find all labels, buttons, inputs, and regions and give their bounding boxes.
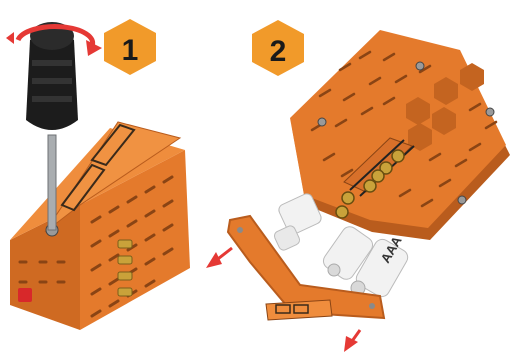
step-2-badge: 2 — [252, 20, 304, 76]
step-2-number: 2 — [270, 35, 287, 68]
hex-slots — [310, 50, 498, 208]
front-slots — [18, 260, 66, 284]
bracket-screw — [237, 227, 243, 233]
battery-case-side — [80, 150, 190, 330]
bracket-screw — [369, 303, 375, 309]
pull-arrow-icon — [344, 329, 362, 352]
battery-case-front — [10, 205, 80, 330]
handle-grip — [32, 78, 72, 84]
handle-grip — [32, 96, 72, 102]
battery-symbol-icon — [60, 123, 136, 212]
screwdriver-shaft — [47, 134, 57, 231]
step-1-badge: 1 — [104, 19, 156, 75]
battery-left — [273, 193, 322, 251]
hex-screws — [317, 61, 495, 205]
hex-cutouts — [406, 63, 484, 151]
removed-bracket — [226, 214, 386, 321]
pull-arrow-icon — [206, 246, 233, 268]
hex-brass-terminals — [335, 149, 405, 219]
step-1-number: 1 — [122, 34, 139, 67]
step-1-illustration: 1 — [6, 19, 190, 330]
bracket-battery-symbol-icon — [275, 304, 309, 314]
rotate-arrow-icon — [6, 24, 102, 56]
handle-grip — [32, 60, 72, 66]
battery-middle — [322, 226, 374, 280]
brass-connectors — [117, 239, 133, 297]
step-2-illustration: 2 — [206, 20, 510, 352]
power-switch — [18, 288, 32, 302]
hex-case-top — [290, 30, 506, 228]
